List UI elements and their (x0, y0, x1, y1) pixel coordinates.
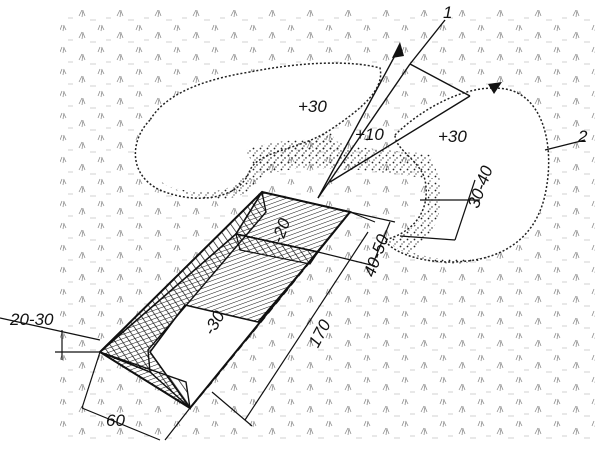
center-stipple-band (245, 139, 440, 180)
label-callout-2: 2 (577, 127, 588, 146)
dim-length-lines (211, 211, 376, 427)
dim-width-lines (81, 351, 191, 441)
label-elev-center: +10 (355, 125, 384, 144)
label-dim-left-depth: 20-30 (9, 310, 54, 329)
label-elev-right-mound: +30 (438, 127, 467, 146)
left-spoil-mound (134, 62, 382, 199)
dim-step-width-lines (317, 211, 396, 267)
label-elev-left-mound: +30 (298, 97, 327, 116)
dim-right-gap-lines (399, 179, 480, 241)
arrow-shaft-1a (317, 49, 399, 199)
callout-2-leader (544, 139, 586, 151)
arrow-head-1b (488, 82, 502, 94)
trench-step-riser (235, 233, 319, 265)
label-dim-trench-width: 60 (106, 411, 125, 430)
dim-left-depth-lines (0, 317, 101, 360)
callout-1-leader (317, 19, 471, 199)
label-callout-1: 1 (443, 3, 452, 22)
right-mound-base-stipple (385, 180, 500, 264)
